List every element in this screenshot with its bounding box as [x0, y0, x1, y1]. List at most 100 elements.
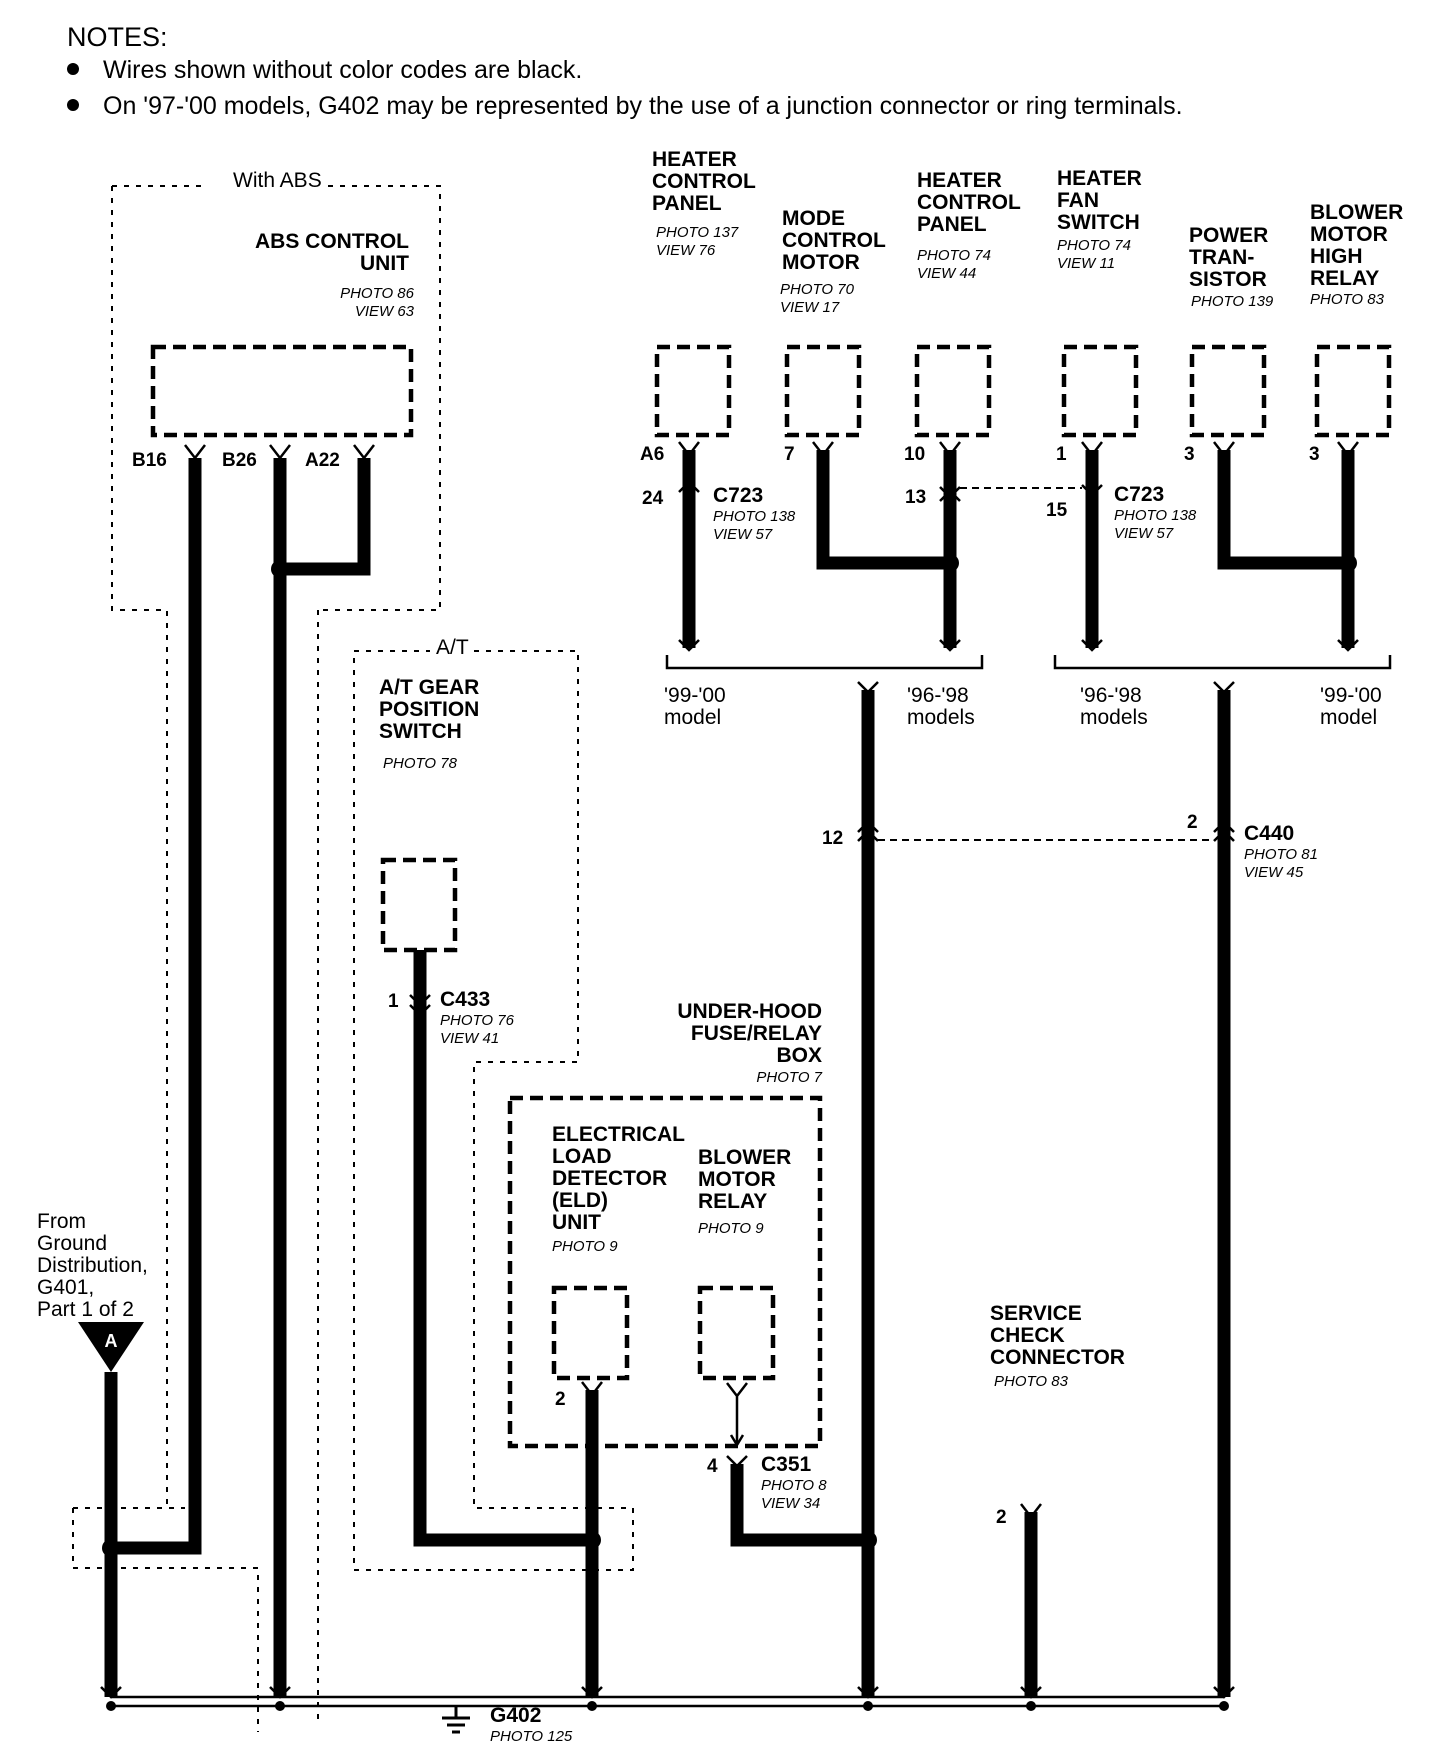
- blower-high-relay-box: [1314, 344, 1392, 438]
- ground-source-text: G401,: [37, 1276, 94, 1299]
- blower-high-relay-name: RELAY: [1310, 267, 1379, 290]
- heater-panel-a6-photo: PHOTO 137: [656, 224, 739, 241]
- blower-high-relay-name: BLOWER: [1310, 201, 1403, 224]
- model-label: models: [907, 706, 975, 729]
- terminal-marks: [678, 441, 1359, 458]
- c723-right-photo: PHOTO 138: [1114, 507, 1197, 524]
- connection-a-icon: [78, 1322, 144, 1372]
- splice: [1339, 554, 1357, 572]
- fuse-relay-box: [507, 1095, 823, 1449]
- ground-source-text: From: [37, 1210, 86, 1233]
- model-label: '96-'98: [907, 684, 969, 707]
- c351-photo: PHOTO 8: [761, 1477, 827, 1494]
- note-text-2: On '97-'00 models, G402 may be represent…: [103, 92, 1183, 120]
- blower-relay-name: MOTOR: [698, 1168, 776, 1191]
- c440-marks: [857, 820, 1235, 842]
- pin-b16: B16: [132, 450, 167, 471]
- with-abs-label: With ABS: [233, 169, 322, 192]
- eld-box: [551, 1285, 630, 1381]
- ground-source-text: Distribution,: [37, 1254, 148, 1277]
- at-switch-photo: PHOTO 78: [383, 755, 458, 772]
- mode-motor-name: MOTOR: [782, 251, 860, 274]
- wire-b16: [107, 458, 202, 1555]
- blower-high-relay-photo: PHOTO 83: [1310, 291, 1385, 308]
- note-text-1: Wires shown without color codes are blac…: [103, 56, 583, 84]
- blower-high-relay-name: MOTOR: [1310, 223, 1388, 246]
- eld-name: LOAD: [552, 1145, 612, 1168]
- pin-10: 10: [904, 444, 925, 465]
- service-check-name: CHECK: [990, 1324, 1065, 1347]
- power-transistor-name: POWER: [1189, 224, 1268, 247]
- at-switch-name: SWITCH: [379, 720, 462, 743]
- heater-panel-10-name: CONTROL: [917, 191, 1021, 214]
- heater-panel-10-box: [914, 344, 992, 438]
- pin-1: 1: [1056, 444, 1067, 465]
- bus-node: [587, 1701, 597, 1711]
- pin-3: 3: [1309, 444, 1320, 465]
- service-check-name: SERVICE: [990, 1302, 1082, 1325]
- blower-relay-name: RELAY: [698, 1190, 767, 1213]
- bus-node: [1219, 1701, 1229, 1711]
- abs-control-unit-box: [150, 344, 414, 438]
- fan-switch-name: HEATER: [1057, 167, 1142, 190]
- fuse-box-photo: PHOTO 7: [756, 1069, 822, 1086]
- ground-source-text: Ground: [37, 1232, 107, 1255]
- pin-2: 2: [1187, 812, 1198, 833]
- eld-name: UNIT: [552, 1211, 601, 1234]
- c351-view: VIEW 34: [761, 1495, 820, 1512]
- pin-13: 13: [905, 487, 926, 508]
- mode-motor-photo: PHOTO 70: [780, 281, 855, 298]
- wire-at-switch: [413, 950, 592, 1547]
- with-abs-frame: [112, 185, 441, 611]
- model-brackets: [665, 655, 1392, 670]
- c723-left-id: C723: [713, 484, 763, 507]
- pin-1-c433: 1: [388, 991, 399, 1012]
- c440-photo: PHOTO 81: [1244, 846, 1318, 863]
- ground-frame: [72, 1507, 259, 1732]
- at-frame: [353, 650, 634, 1571]
- pin-12: 12: [822, 828, 843, 849]
- model-label: model: [664, 706, 721, 729]
- abs-view: VIEW 63: [355, 303, 415, 320]
- connection-a-label: A: [105, 1331, 118, 1351]
- c723-left-view: VIEW 57: [713, 526, 773, 543]
- at-label: A/T: [436, 636, 469, 659]
- pin-7: 7: [784, 444, 795, 465]
- blower-relay-photo: PHOTO 9: [698, 1220, 764, 1237]
- model-label: models: [1080, 706, 1148, 729]
- heater-panel-a6-name: PANEL: [652, 192, 722, 215]
- terminal-marks: [581, 1381, 603, 1398]
- wire-3-transistor: [1217, 450, 1348, 570]
- bus-node: [863, 1701, 873, 1711]
- fuse-box-name: FUSE/RELAY: [691, 1022, 822, 1045]
- bus-node: [275, 1701, 285, 1711]
- note-item-2: On '97-'00 models, G402 may be represent…: [67, 92, 1183, 121]
- pin-a6: A6: [640, 444, 664, 465]
- terminal-marks: [1020, 1503, 1042, 1520]
- bracket-marks: [678, 639, 1359, 652]
- at-switch-name: A/T GEAR: [379, 676, 479, 699]
- heater-panel-a6-name: HEATER: [652, 148, 737, 171]
- fan-switch-name: FAN: [1057, 189, 1099, 212]
- heater-panel-10-name: HEATER: [917, 169, 1002, 192]
- eld-photo: PHOTO 9: [552, 1238, 618, 1255]
- pin-b26: B26: [222, 450, 257, 471]
- service-check-name: CONNECTOR: [990, 1346, 1125, 1369]
- c723-right-id: C723: [1114, 483, 1164, 506]
- wire-7: [816, 450, 950, 570]
- bullet-icon: [67, 63, 79, 76]
- power-transistor-name: TRAN-: [1189, 246, 1254, 269]
- bus-node: [1026, 1701, 1036, 1711]
- blower-relay-name: BLOWER: [698, 1146, 791, 1169]
- fuse-box-name: BOX: [776, 1044, 822, 1067]
- mode-motor-box: [784, 344, 862, 438]
- frame-label-bg: [430, 636, 474, 662]
- model-label: '96-'98: [1080, 684, 1142, 707]
- heater-panel-10-view: VIEW 44: [917, 265, 976, 282]
- model-label: '99-'00: [1320, 684, 1382, 707]
- c723-left-photo: PHOTO 138: [713, 508, 796, 525]
- mode-motor-name: CONTROL: [782, 229, 886, 252]
- frame-label-bg: [208, 170, 328, 196]
- power-transistor-name: SISTOR: [1189, 268, 1267, 291]
